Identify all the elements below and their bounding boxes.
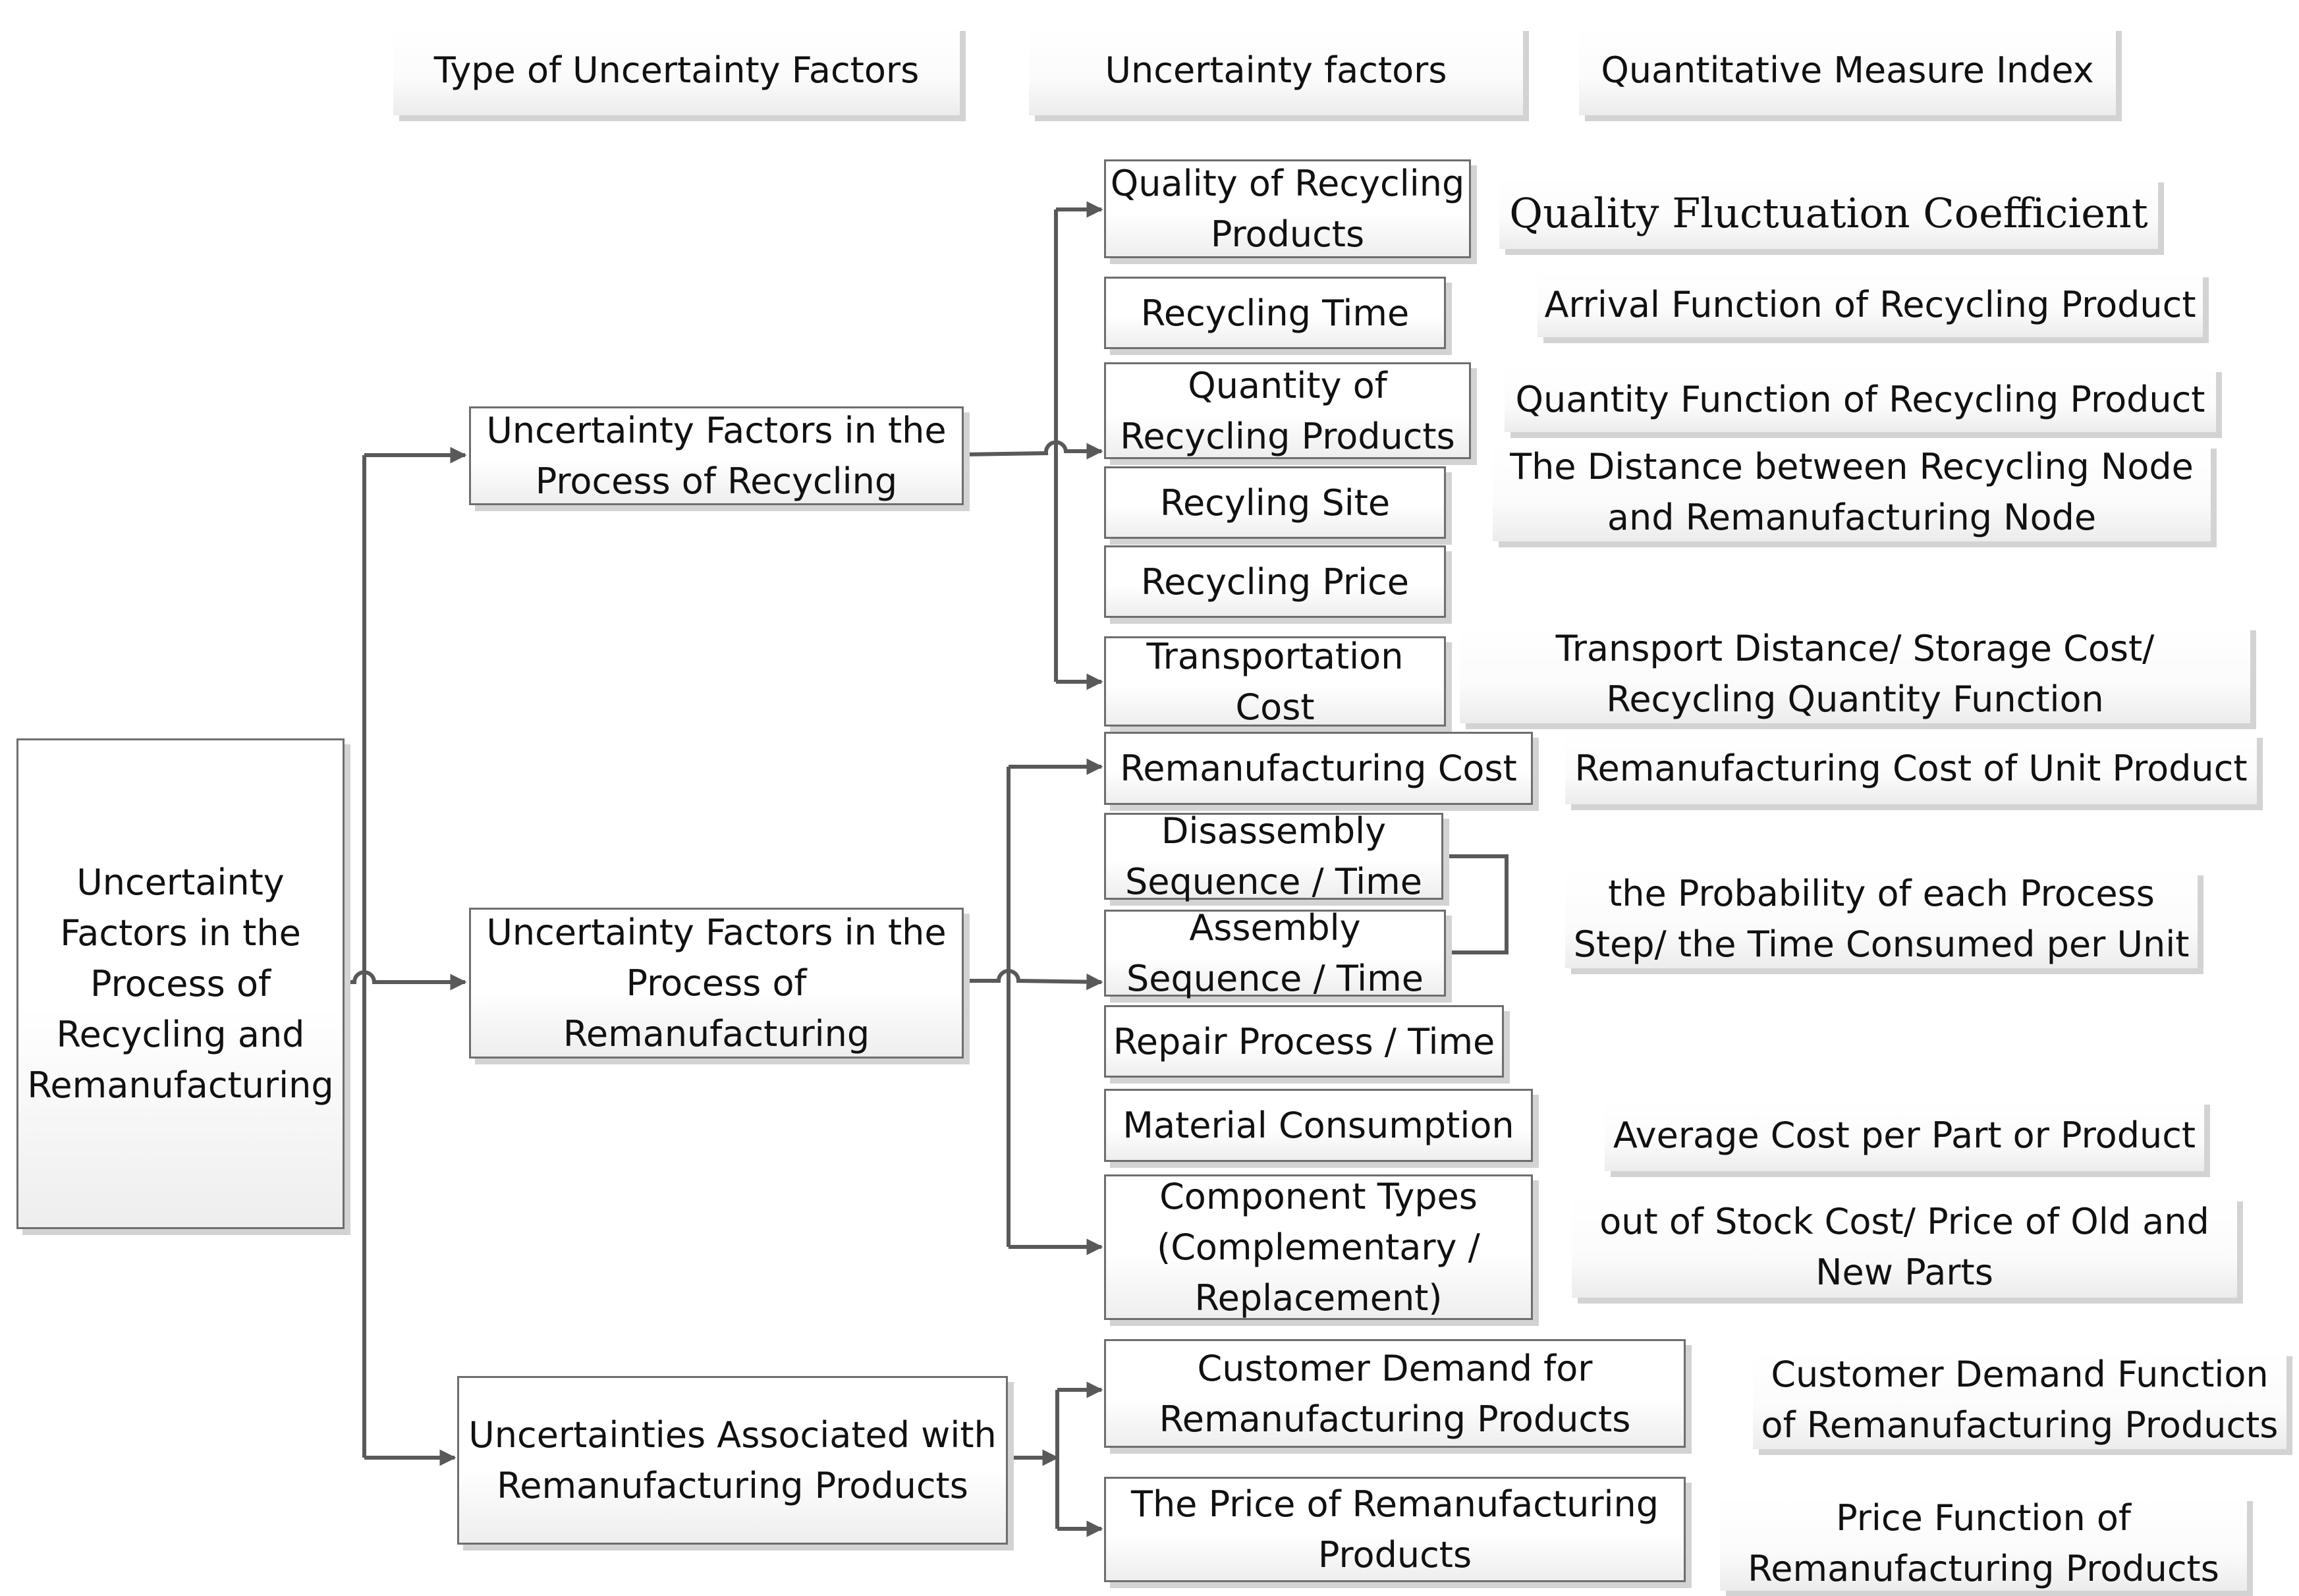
factor-recycling-time: Recycling Time bbox=[1104, 277, 1446, 349]
measure-distance: The Distance between Recycling Node and … bbox=[1493, 443, 2211, 541]
root-node: Uncertainty Factors in the Process of Re… bbox=[16, 738, 345, 1229]
factor-assembly: Assembly Sequence / Time bbox=[1104, 907, 1446, 999]
header-type: Type of Uncertainty Factors bbox=[393, 25, 960, 115]
factor-quality: Quality of Recycling Products bbox=[1104, 159, 1471, 258]
connector-to-quantity bbox=[963, 440, 1103, 460]
connector-to-assembly bbox=[964, 969, 1103, 991]
factor-repair: Repair Process / Time bbox=[1104, 1005, 1504, 1078]
factor-material: Material Consumption bbox=[1104, 1089, 1533, 1162]
factor-quantity: Quantity of Recycling Products bbox=[1104, 362, 1471, 459]
measure-transport: Transport Distance/ Storage Cost/ Recycl… bbox=[1460, 624, 2250, 723]
factor-demand: Customer Demand for Remanufacturing Prod… bbox=[1104, 1339, 1686, 1448]
factor-disassembly: Disassembly Sequence / Time bbox=[1104, 810, 1443, 902]
measure-demand: Customer Demand Function of Remanufactur… bbox=[1753, 1350, 2286, 1449]
type-products: Uncertainties Associated with Remanufact… bbox=[457, 1376, 1008, 1545]
measure-arrival: Arrival Function of Recycling Product bbox=[1537, 271, 2203, 337]
factor-site: Recyling Site bbox=[1104, 466, 1446, 539]
type-recycling: Uncertainty Factors in the Process of Re… bbox=[469, 406, 964, 505]
type-remanufacturing: Uncertainty Factors in the Process of Re… bbox=[469, 908, 964, 1059]
factor-component: Component Types (Complementary / Replace… bbox=[1104, 1174, 1533, 1320]
header-factors: Uncertainty factors bbox=[1029, 25, 1523, 115]
connector-bracket bbox=[1443, 854, 1509, 954]
measure-probability: the Probability of each Process Step/ th… bbox=[1565, 869, 2198, 968]
measure-price: Price Function of Remanufacturing Produc… bbox=[1720, 1495, 2247, 1591]
measure-quantity: Quantity Function of Recycling Product bbox=[1505, 366, 2216, 432]
connector-root-to-remanufacturing bbox=[345, 970, 467, 991]
factor-price: Recycling Price bbox=[1104, 545, 1446, 618]
measure-avg-cost: Average Cost per Part or Product bbox=[1605, 1099, 2204, 1171]
measure-stock: out of Stock Cost/ Price of Old and New … bbox=[1572, 1196, 2237, 1298]
measure-unit-cost: Remanufacturing Cost of Unit Product bbox=[1565, 732, 2257, 804]
factor-reman-cost: Remanufacturing Cost bbox=[1104, 732, 1533, 805]
measure-quality: Quality Fluctuation Coefficient bbox=[1499, 177, 2158, 249]
header-measure: Quantitative Measure Index bbox=[1579, 25, 2116, 115]
factor-transport: Transportation Cost bbox=[1104, 636, 1446, 728]
factor-product-price: The Price of Remanufacturing Products bbox=[1104, 1477, 1686, 1582]
